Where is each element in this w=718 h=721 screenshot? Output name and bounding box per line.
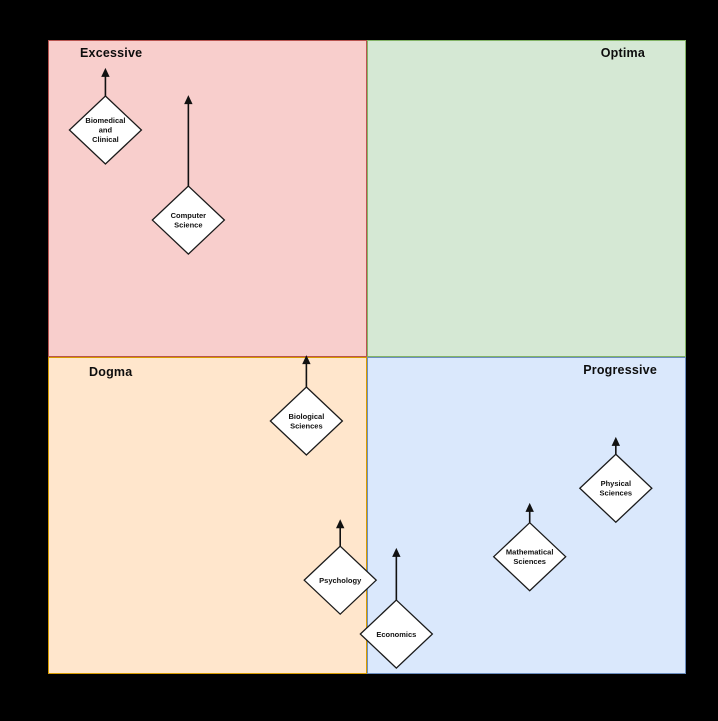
data-point-economics: Economics (359, 547, 434, 669)
arrowhead-up-icon (101, 67, 110, 77)
diamond-marker (578, 453, 653, 524)
diamond-marker (492, 521, 567, 592)
data-point-label: Economics (376, 630, 416, 639)
arrowhead-up-icon (525, 502, 534, 512)
diamond-marker (303, 545, 378, 616)
diamond-marker (151, 185, 226, 255)
quadrant-optima: Optima (367, 40, 686, 357)
quadrant-progressive: Progressive (367, 357, 686, 674)
arrowhead-up-icon (302, 355, 311, 365)
diamond-marker (269, 386, 344, 456)
quadrant-label-optima: Optima (600, 46, 645, 60)
quadrant-label-progressive: Progressive (583, 363, 657, 377)
arrowhead-up-icon (392, 547, 401, 557)
plot-area: Excessive Optima Dogma Progressive (48, 40, 686, 674)
quadrant-label-excessive: Excessive (80, 46, 143, 60)
data-point-label: Psychology (319, 576, 362, 585)
arrowhead-up-icon (611, 436, 621, 446)
quadrant-label-dogma: Dogma (89, 365, 133, 379)
quadrant-excessive: Excessive (48, 40, 367, 357)
arrowhead-up-icon (184, 95, 193, 105)
diamond-marker (68, 95, 143, 165)
data-point-psychology: Psychology (303, 519, 378, 616)
diamond-marker (359, 599, 434, 669)
arrowhead-up-icon (336, 519, 345, 529)
